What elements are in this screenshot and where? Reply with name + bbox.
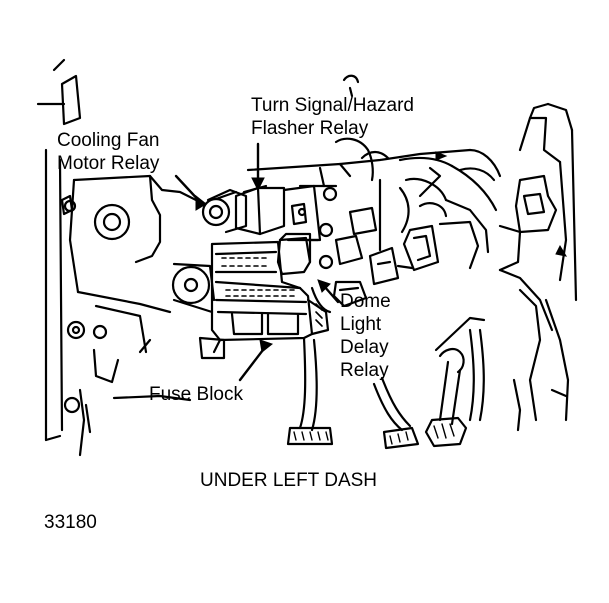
arrowhead-dome (317, 279, 331, 293)
pedal-assembly (286, 316, 486, 450)
label-dome-line1: Dome (340, 291, 391, 312)
cooling-fan-motor-relay (201, 188, 248, 234)
fuse-slots (221, 257, 323, 327)
label-turn-signal-line1: Turn Signal/Hazard (251, 95, 414, 116)
wiring-harness (368, 102, 578, 432)
label-fuse-block: Fuse Block (149, 384, 243, 405)
dome-light-delay-relay (276, 232, 334, 276)
lower-connectors (310, 150, 390, 314)
arrowhead-fuse-block (259, 339, 274, 353)
label-dome-line4: Relay (340, 360, 389, 381)
arrowhead-flasher (251, 177, 265, 192)
label-cooling-fan-line1: Cooling Fan (57, 130, 160, 151)
left-dash-panel (36, 58, 92, 457)
arrowhead-cooling-fan (195, 194, 207, 211)
label-dome-line3: Delay (340, 337, 389, 358)
label-turn-signal-line2: Flasher Relay (251, 118, 369, 139)
label-dome-line2: Light (340, 314, 382, 335)
figure-number: 33180 (44, 512, 97, 533)
leader-arrowheads (195, 151, 568, 353)
label-cooling-fan-line2: Motor Relay (57, 153, 160, 174)
dash-top-structure (246, 74, 472, 252)
fuse-block-body (198, 240, 330, 360)
figure-caption: UNDER LEFT DASH (200, 470, 378, 491)
leader-dome-relay (322, 284, 340, 304)
column-bracket (68, 174, 216, 402)
relay-mounting-plate (282, 184, 338, 242)
